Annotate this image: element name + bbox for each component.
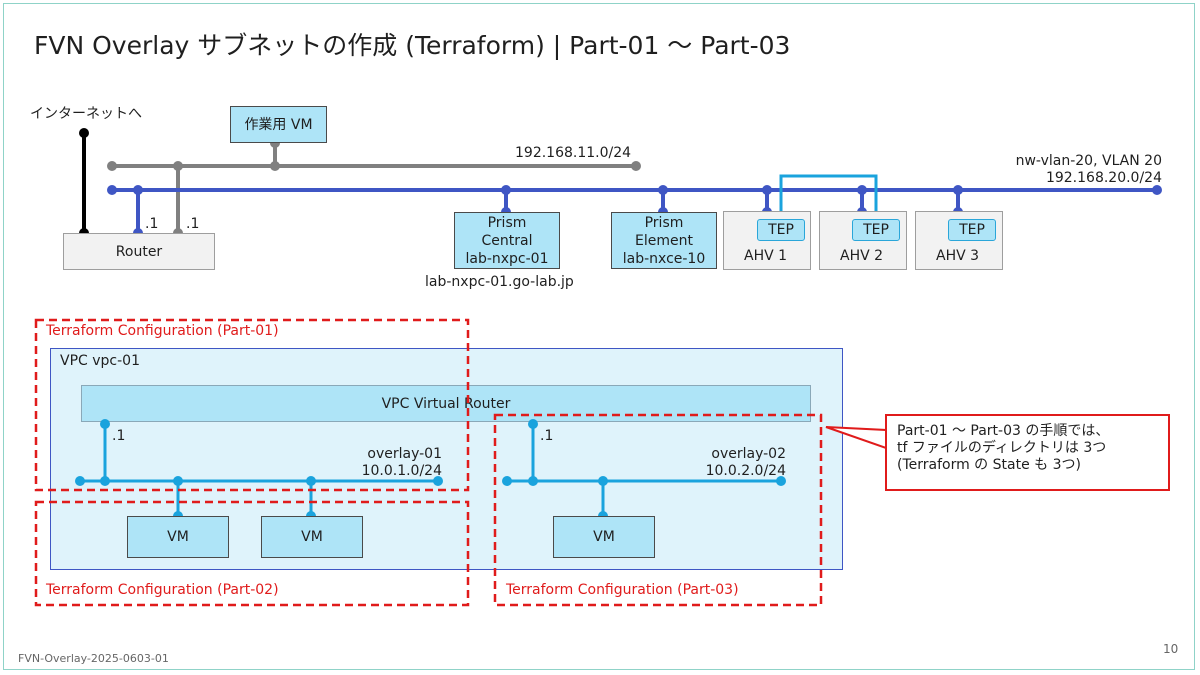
ahv3-label: AHV 3: [936, 248, 980, 264]
config-part01-border: [34, 318, 470, 492]
config-part03-label: Terraform Configuration (Part-03): [506, 582, 739, 598]
mgmt-network-label: 192.168.11.0/24: [515, 145, 632, 161]
work-vm-tap: [270, 161, 280, 171]
router-ip-vlan: .1: [145, 216, 159, 232]
overlay02-gw-dot: [528, 419, 538, 429]
ahv1-tep-label: TEP: [768, 222, 794, 238]
callout-pointer: [825, 426, 887, 450]
ahv2-tep: TEP: [852, 219, 900, 241]
router: Router: [63, 233, 215, 270]
config-part02-label: Terraform Configuration (Part-02): [46, 582, 279, 598]
vlan-name-label: nw-vlan-20, VLAN 20: [1015, 153, 1162, 169]
work-vm-label: 作業用 VM: [244, 116, 313, 133]
page-number: 10: [1163, 642, 1179, 656]
callout-line2: tf ファイルのディレクトリは 3つ: [897, 440, 1107, 456]
prism-element-line3: lab-nxce-10: [622, 250, 706, 267]
overlay01-gateway: .1: [112, 428, 126, 444]
vm-2: VM: [261, 516, 363, 558]
overlay01-end-right: [433, 476, 443, 486]
vm-1-label: VM: [167, 529, 189, 545]
pc-tap: [501, 185, 511, 195]
overlay02-end-right: [776, 476, 786, 486]
overlay02-gateway: .1: [540, 428, 554, 444]
overlay01-cidr: 10.0.1.0/24: [361, 463, 442, 479]
ahv3-tep-label: TEP: [959, 222, 985, 238]
vm2-tap: [306, 476, 316, 486]
callout-line1: Part-01 ～ Part-03 の手順では、: [897, 423, 1110, 439]
vm3-tap: [598, 476, 608, 486]
internet-dot-top: [79, 128, 89, 138]
overlay02-name: overlay-02: [711, 446, 786, 462]
overlay02-gw-tap: [528, 476, 538, 486]
overlay01-gw-dot: [100, 419, 110, 429]
vm1-tap: [173, 476, 183, 486]
footer-id: FVN-Overlay-2025-0603-01: [18, 652, 169, 665]
router-vlan-tap: [133, 185, 143, 195]
vm-3-label: VM: [593, 529, 615, 545]
prism-central-line3: lab-nxpc-01: [465, 250, 549, 267]
callout-box: Part-01 ～ Part-03 の手順では、 tf ファイルのディレクトリは…: [885, 414, 1170, 491]
config-part01-label: Terraform Configuration (Part-01): [46, 323, 279, 339]
vm-2-label: VM: [301, 529, 323, 545]
ahv1-tap: [762, 185, 772, 195]
router-mgmt-tap: [173, 161, 183, 171]
vpc-label: VPC vpc-01: [60, 353, 140, 369]
slide-title: FVN Overlay サブネットの作成 (Terraform) | Part-…: [34, 31, 791, 60]
ahv2-tep-label: TEP: [863, 222, 889, 238]
prism-element-line1: Prism: [644, 214, 684, 231]
config-part03-border: [493, 413, 823, 607]
virtual-router-label: VPC Virtual Router: [381, 395, 511, 412]
overlay01-gw-tap: [100, 476, 110, 486]
overlay01-name: overlay-01: [367, 446, 442, 462]
ahv2-label: AHV 2: [840, 248, 884, 264]
prism-element: Prism Element lab-nxce-10: [611, 212, 717, 269]
prism-element-line2: Element: [635, 232, 693, 249]
overlay02-cidr: 10.0.2.0/24: [705, 463, 786, 479]
vlan20-end-left: [107, 185, 117, 195]
prism-central-fqdn: lab-nxpc-01.go-lab.jp: [425, 274, 574, 290]
ahv3-tap: [953, 185, 963, 195]
overlay01-end-left: [75, 476, 85, 486]
slide-frame: [3, 3, 1195, 670]
ahv1-tep: TEP: [757, 219, 805, 241]
vm-1: VM: [127, 516, 229, 558]
mgmt-end-left: [107, 161, 117, 171]
vlan-network-label: 192.168.20.0/24: [1045, 170, 1162, 186]
internet-label: インターネットへ: [30, 106, 142, 122]
work-vm: 作業用 VM: [230, 106, 327, 143]
ahv1-label: AHV 1: [744, 248, 788, 264]
config-part02-border: [34, 500, 470, 607]
overlay02-end-left: [502, 476, 512, 486]
tep-tunnel: [779, 174, 878, 217]
vpc-virtual-router: VPC Virtual Router: [81, 385, 811, 422]
prism-central-line1: Prism: [487, 214, 527, 231]
router-ip-mgmt: .1: [186, 216, 200, 232]
mgmt-end-right: [631, 161, 641, 171]
ahv2-tap: [857, 185, 867, 195]
prism-central-line2: Central: [481, 232, 533, 249]
vm-3: VM: [553, 516, 655, 558]
router-label: Router: [115, 243, 163, 260]
ahv3-tep: TEP: [948, 219, 996, 241]
vlan20-end-right: [1152, 185, 1162, 195]
prism-central: Prism Central lab-nxpc-01: [454, 212, 560, 269]
callout-line3: (Terraform の State も 3つ): [897, 457, 1081, 473]
pe-tap: [658, 185, 668, 195]
